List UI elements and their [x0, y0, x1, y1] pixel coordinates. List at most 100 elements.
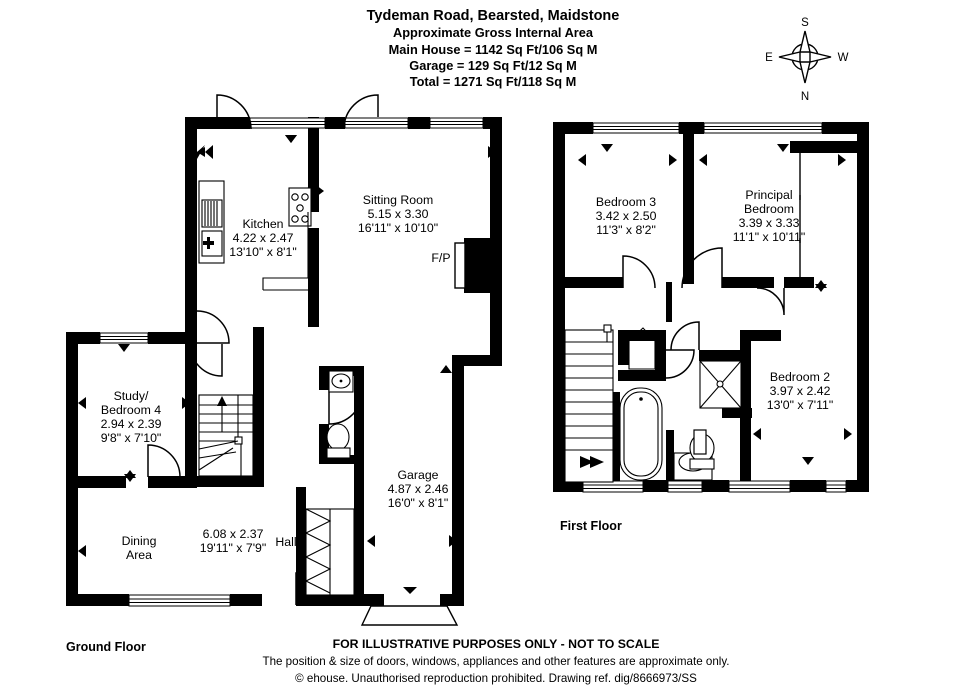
first-floor-walls: [553, 122, 869, 492]
compass-needle-right: [809, 51, 832, 63]
door-swing-hall-to-study-top: [196, 310, 230, 344]
compass-needle-left: [778, 51, 801, 63]
fireplace: F/P: [431, 238, 492, 293]
room-label-kitchen-name: Kitchen: [242, 217, 283, 231]
first-floor-label: First Floor: [560, 519, 622, 533]
door-swing-bedroom3: [622, 255, 656, 289]
ground-floor-room-labels: Kitchen 4.22 x 2.47 13'10" x 8'1" Sittin…: [101, 193, 449, 562]
window-kitchen-top: [249, 117, 326, 129]
page-title: Tydeman Road, Bearsted, Maidstone: [367, 8, 620, 24]
room-label-bedroom2-name: Bedroom 2: [770, 370, 830, 384]
room-label-kitchen-metric: 4.22 x 2.47: [233, 231, 294, 245]
ground-floor-windows: [99, 117, 484, 607]
door-swing-landing-right: [756, 287, 785, 316]
room-label-sitting-metric: 5.15 x 3.30: [368, 207, 429, 221]
room-label-bedroom3-name: Bedroom 3: [596, 195, 656, 209]
door-swing-bathroom: [665, 349, 695, 379]
room-label-sitting-name: Sitting Room: [363, 193, 433, 207]
compass-needle-top: [799, 30, 811, 53]
header-subtitle: Approximate Gross Internal Area: [393, 25, 594, 40]
room-label-bedroom2-imperial: 13'0" x 7'11": [767, 398, 834, 412]
wc-cistern-icon: [326, 447, 351, 459]
door-swing-kitchen-hall: [189, 343, 223, 377]
room-label-study-name2: Bedroom 4: [101, 403, 161, 417]
room-label-study-metric: 2.94 x 2.39: [101, 417, 162, 431]
first-floor-door-swings: [622, 247, 785, 379]
door-swing-study-to-dining: [147, 444, 181, 478]
ground-floor-walls: [66, 117, 502, 606]
compass-rose: S N E W: [765, 17, 848, 103]
door-swing-kitchen-front: [216, 94, 252, 130]
footer-copyright: © ehouse. Unauthorised reproduction proh…: [295, 672, 697, 685]
first-floor-plan: Bedroom 3 3.42 x 2.50 11'3" x 8'2" Princ…: [553, 122, 869, 533]
room-label-kitchen-imperial: 13'10" x 8'1": [229, 245, 296, 259]
garage-door: [360, 587, 459, 626]
kitchen-worktop-edge: [262, 277, 308, 290]
header-block: Tydeman Road, Bearsted, Maidstone Approx…: [367, 8, 620, 89]
room-label-principal-imperial: 11'1" x 10'11": [733, 230, 805, 244]
window-sitting-top-right: [429, 117, 484, 129]
hall-stair-zigzag: [304, 508, 355, 596]
room-label-study-name: Study/: [114, 389, 149, 403]
room-label-hall: Hall: [275, 535, 296, 549]
room-label-sitting-imperial: 16'11" x 10'10": [358, 221, 438, 235]
room-label-principal-name2: Bedroom: [744, 202, 794, 216]
window-principal-top: [703, 122, 823, 134]
room-label-study-imperial: 9'8" x 7'10": [101, 431, 162, 445]
stair-down-arrows: [580, 456, 604, 468]
room-label-dining-metric: 6.08 x 2.37: [203, 527, 264, 541]
room-label-bedroom3-imperial: 11'3" x 8'2": [596, 223, 656, 237]
window-bathroom-bottom-2: [667, 480, 703, 493]
bath-tub-icon: [619, 387, 663, 481]
kitchen-hob-icon: [288, 187, 312, 227]
window-bedroom3-top: [592, 122, 680, 134]
airing-cupboard-icon: [628, 327, 656, 370]
window-bedroom2-bottom-2: [825, 480, 847, 493]
door-swing-principal: [681, 247, 723, 289]
first-floor-room-labels: Bedroom 3 3.42 x 2.50 11'3" x 8'2" Princ…: [596, 188, 834, 412]
kitchen-sink-icon: [201, 199, 223, 257]
compass-needle-bottom: [799, 61, 811, 84]
window-study-top: [99, 332, 149, 344]
room-label-principal-metric: 3.39 x 3.33: [739, 216, 800, 230]
door-swing-wc: [328, 389, 364, 425]
room-label-garage-name: Garage: [397, 468, 438, 482]
ground-floor-label: Ground Floor: [66, 640, 146, 654]
room-label-principal-name: Principal: [745, 188, 792, 202]
room-label-garage-imperial: 16'0" x 8'1": [388, 496, 449, 510]
wc-toilet-bowl-icon: [326, 423, 350, 451]
room-label-dining-imperial: 19'11" x 7'9": [200, 541, 267, 555]
first-floor-windows: [582, 122, 847, 493]
footer-block: FOR ILLUSTRATIVE PURPOSES ONLY - NOT TO …: [262, 637, 729, 685]
compass-label-right: W: [838, 52, 849, 64]
room-label-bedroom2-metric: 3.97 x 2.42: [770, 384, 831, 398]
room-label-dining-name: Dining: [122, 534, 157, 548]
kitchen-fittings: [198, 180, 312, 291]
fireplace-label: F/P: [431, 251, 450, 265]
compass-label-top: S: [801, 17, 809, 29]
header-main-house-area: Main House = 1142 Sq Ft/106 Sq M: [389, 42, 598, 57]
first-floor-staircase: [564, 324, 614, 483]
shower-cubicle-icon: [699, 360, 742, 409]
room-label-garage-metric: 4.87 x 2.46: [388, 482, 449, 496]
window-dining-bottom: [128, 594, 231, 607]
ground-floor-staircase: [198, 394, 254, 477]
footer-note: The position & size of doors, windows, a…: [262, 655, 729, 668]
header-total-area: Total = 1271 Sq Ft/118 Sq M: [410, 74, 577, 89]
window-bedroom2-bottom: [728, 480, 791, 493]
window-sitting-top-left: [344, 117, 409, 129]
door-swing-sitting-front: [343, 94, 379, 130]
landing-details: [666, 282, 707, 455]
wc-fittings: [326, 370, 354, 459]
room-label-bedroom3-metric: 3.42 x 2.50: [596, 209, 657, 223]
header-garage-area: Garage = 129 Sq Ft/12 Sq M: [409, 58, 577, 73]
door-swing-shower: [670, 321, 700, 351]
compass-label-bottom: N: [801, 91, 809, 103]
ground-floor-plan: F/P: [66, 94, 502, 654]
principal-wardrobe: [795, 142, 805, 288]
window-bathroom-bottom: [582, 480, 644, 493]
compass-label-left: E: [765, 52, 773, 64]
room-label-dining-name2: Area: [126, 548, 152, 562]
